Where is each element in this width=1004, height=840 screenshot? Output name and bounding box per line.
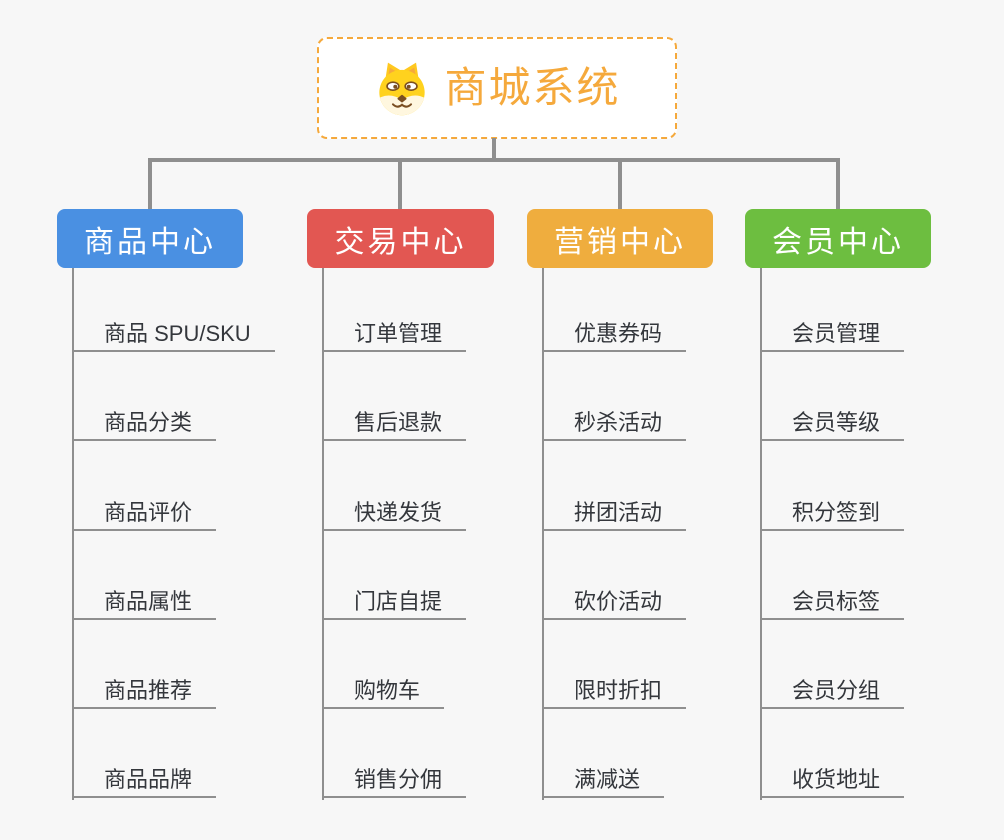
branch-column-marketing-center: 优惠券码 秒杀活动 拼团活动 砍价活动 限时折扣 满减送 (542, 268, 802, 808)
child-node[interactable]: 会员等级 (760, 403, 905, 441)
connector-drop (148, 158, 152, 211)
child-node[interactable]: 商品属性 (72, 582, 217, 620)
child-node[interactable]: 会员标签 (760, 582, 905, 620)
connector-stem (492, 138, 496, 158)
connector-bar (148, 158, 840, 162)
child-node[interactable]: 满减送 (542, 760, 665, 798)
child-node[interactable]: 商品品牌 (72, 760, 217, 798)
child-node[interactable]: 商品评价 (72, 493, 217, 531)
child-node[interactable]: 拼团活动 (542, 493, 687, 531)
connector-spine (72, 268, 74, 800)
root-node[interactable]: 商城系统 (317, 37, 677, 139)
branch-column-member-center: 会员管理 会员等级 积分签到 会员标签 会员分组 收货地址 (760, 268, 1004, 808)
branch-node-trade-center[interactable]: 交易中心 (307, 209, 494, 268)
branch-node-marketing-center[interactable]: 营销中心 (527, 209, 713, 268)
branch-column-trade-center: 订单管理 售后退款 快递发货 门店自提 购物车 销售分佣 (322, 268, 582, 808)
child-node[interactable]: 销售分佣 (322, 760, 467, 798)
connector-drop (618, 158, 622, 211)
child-node[interactable]: 商品 SPU/SKU (72, 314, 275, 352)
branch-node-member-center[interactable]: 会员中心 (745, 209, 931, 268)
child-node[interactable]: 优惠券码 (542, 314, 687, 352)
branch-column-product-center: 商品 SPU/SKU 商品分类 商品评价 商品属性 商品推荐 商品品牌 (72, 268, 332, 808)
connector-spine (322, 268, 324, 800)
connector-drop (836, 158, 840, 211)
branch-label: 营销中心 (554, 225, 686, 259)
child-node[interactable]: 会员管理 (760, 314, 905, 352)
child-node[interactable]: 积分签到 (760, 493, 905, 531)
child-node[interactable]: 商品推荐 (72, 671, 217, 709)
connector-spine (542, 268, 544, 800)
child-node[interactable]: 订单管理 (322, 314, 467, 352)
child-node[interactable]: 秒杀活动 (542, 403, 687, 441)
child-node[interactable]: 砍价活动 (542, 582, 687, 620)
branch-label: 会员中心 (772, 225, 904, 259)
doge-icon (379, 62, 426, 116)
branch-label: 商品中心 (84, 225, 216, 259)
child-node[interactable]: 会员分组 (760, 671, 905, 709)
connector-spine (760, 268, 762, 800)
child-node[interactable]: 商品分类 (72, 403, 217, 441)
branch-node-product-center[interactable]: 商品中心 (57, 209, 243, 268)
child-node[interactable]: 售后退款 (322, 403, 467, 441)
child-node[interactable]: 收货地址 (760, 760, 905, 798)
child-node[interactable]: 限时折扣 (542, 671, 687, 709)
child-node[interactable]: 购物车 (322, 671, 445, 709)
connector-drop (398, 158, 402, 211)
child-node[interactable]: 门店自提 (322, 582, 467, 620)
root-label: 商城系统 (444, 64, 621, 111)
child-node[interactable]: 快递发货 (322, 493, 467, 531)
branch-label: 交易中心 (334, 225, 467, 259)
